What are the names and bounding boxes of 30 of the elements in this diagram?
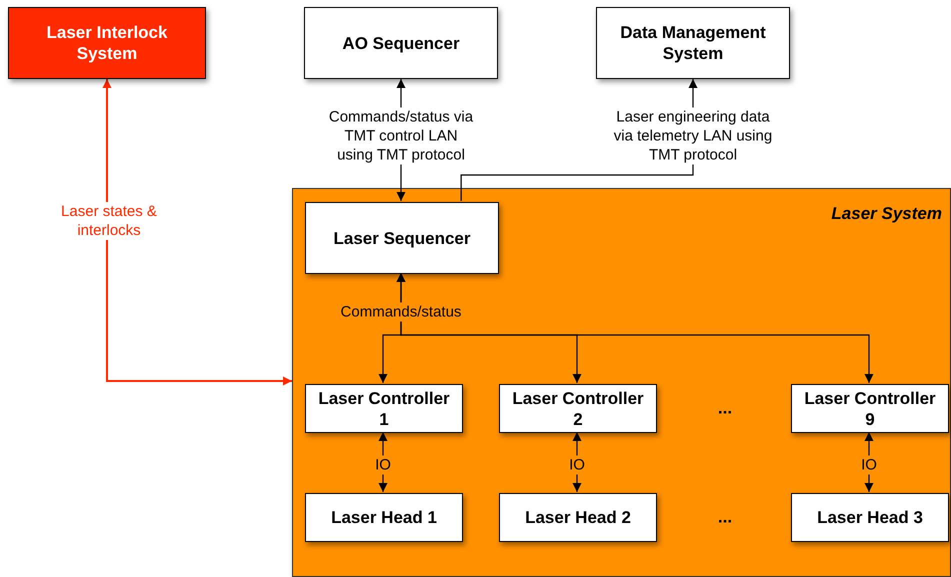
component-box <box>499 493 657 542</box>
box-title: Data Management System <box>619 22 767 64</box>
box-title: Laser Interlock System <box>46 22 168 64</box>
connector-arrow <box>864 432 874 492</box>
connector-arrow <box>396 273 874 383</box>
ellipsis-text: ... <box>718 506 732 528</box>
box-title: Laser Head 3 <box>816 507 924 528</box>
connector-arrow <box>572 432 582 492</box>
component-box <box>305 493 463 542</box>
system-panel <box>292 188 951 577</box>
box-title: Laser Controller 2 <box>511 388 645 430</box>
component-box <box>596 7 790 79</box>
box-title: Laser Controller 9 <box>803 388 937 430</box>
component-box <box>305 202 499 274</box>
component-box <box>791 493 949 542</box>
component-box <box>791 384 949 433</box>
box-title: AO Sequencer <box>341 32 461 54</box>
component-box <box>499 384 657 433</box>
panel-heading: Laser System <box>831 203 942 225</box>
connector-arrow <box>378 432 388 492</box>
edge-label: Commands/status <box>338 302 464 322</box>
ellipsis-text: ... <box>718 397 732 420</box>
component-box <box>305 384 463 433</box>
box-title: Laser Controller 1 <box>317 388 451 430</box>
connector-arrow <box>102 79 292 386</box>
component-box <box>8 7 206 79</box>
box-title: Laser Sequencer <box>332 228 472 248</box>
box-title: Laser Head 1 <box>330 507 438 528</box>
component-box <box>304 7 498 79</box>
box-title: Laser Head 2 <box>524 507 632 528</box>
